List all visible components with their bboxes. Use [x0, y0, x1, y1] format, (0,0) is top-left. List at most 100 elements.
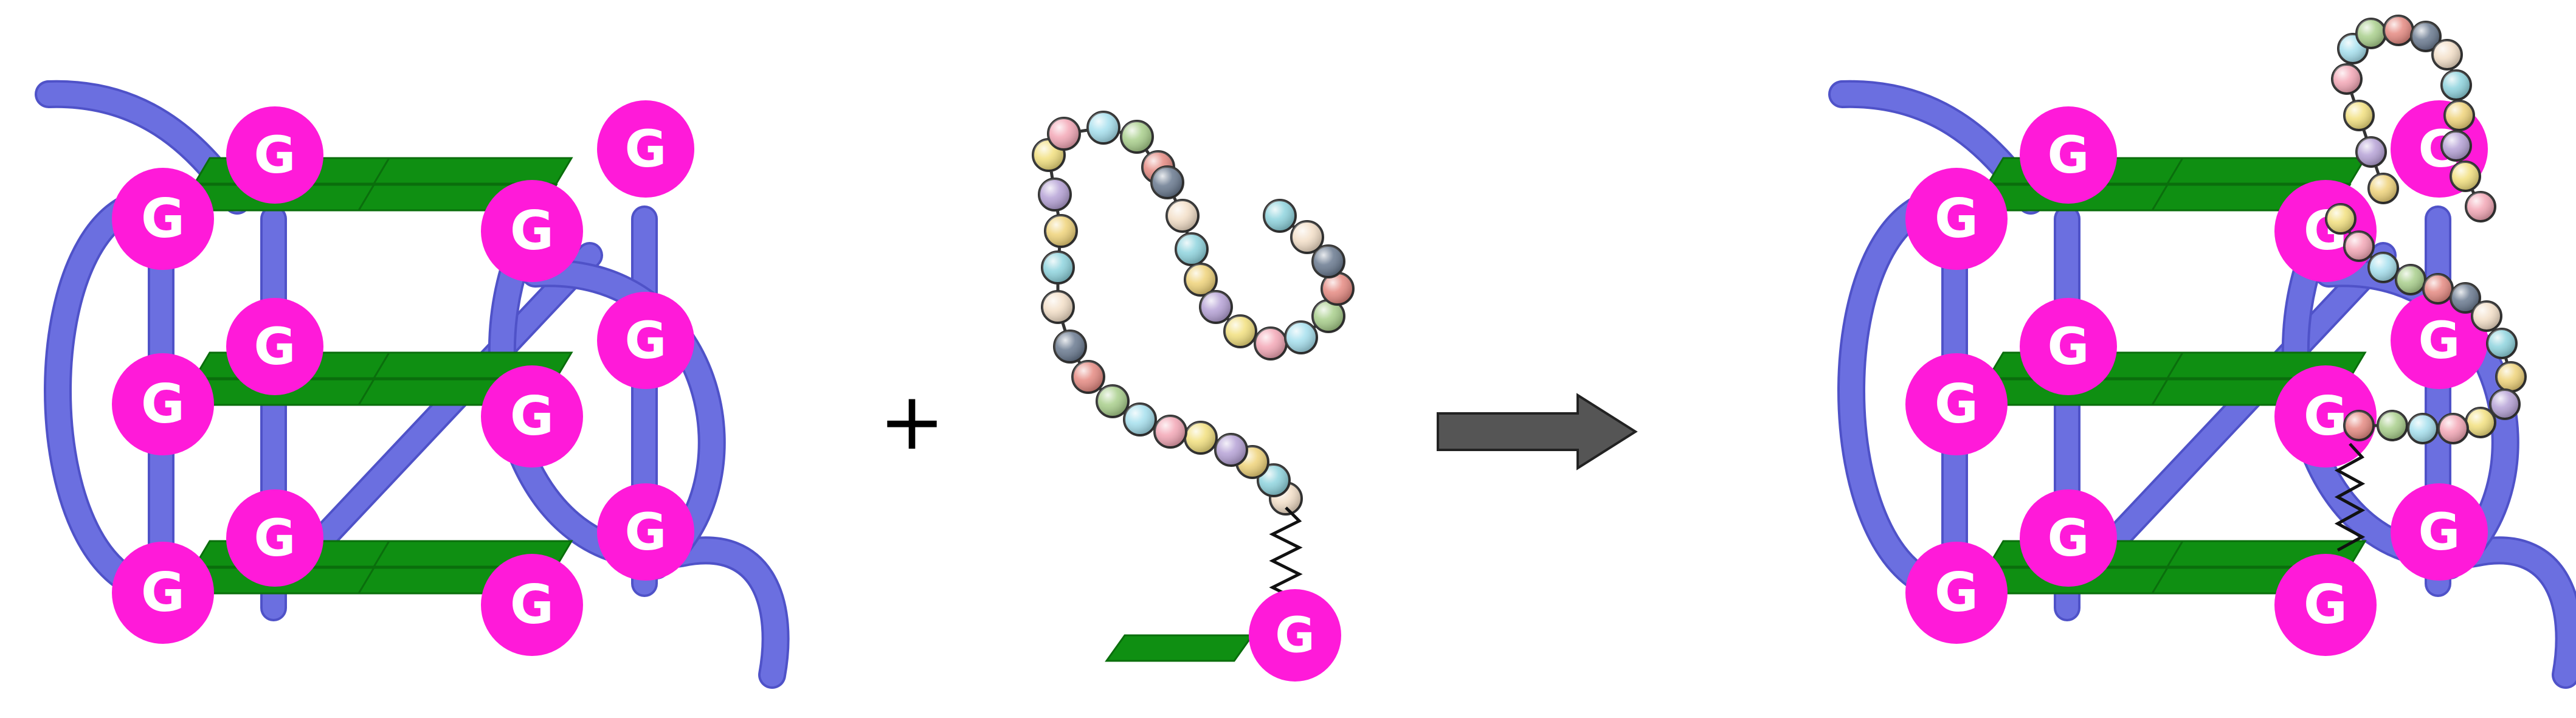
guanine-letter: G	[254, 125, 296, 185]
monomer-bead-shine	[1072, 361, 1104, 393]
guanine-base: G	[2020, 489, 2117, 587]
guanine-base: G	[481, 365, 583, 468]
monomer-bead-shine	[2487, 329, 2516, 358]
guanine-disc	[1905, 353, 2008, 455]
monomer-bead-shine	[2344, 411, 2374, 440]
backbone-strand-core	[46, 189, 170, 601]
guanine-disc	[481, 554, 583, 656]
guanine-letter: G	[2419, 502, 2460, 562]
monomer-bead-shine	[1176, 233, 1207, 265]
guanine-disc	[1249, 589, 1341, 682]
arrow-right-icon	[1437, 393, 1638, 471]
guanine-letter: G	[1935, 187, 1978, 250]
guanine-letter: G	[141, 373, 185, 435]
monomer-bead-shine	[2369, 253, 2398, 282]
monomer-bead-shine	[1313, 246, 1344, 277]
monomer-bead-shine	[1042, 291, 1074, 323]
monomer-bead-shine	[2344, 232, 2374, 261]
monomer-bead-shine	[1152, 167, 1183, 198]
guanine-letter: G	[625, 119, 667, 179]
monomer-bead-shine	[1088, 112, 1119, 143]
guanine-base: G	[226, 489, 323, 587]
monomer-bead-shine	[1121, 121, 1153, 153]
monomer-bead-shine	[1215, 434, 1247, 466]
guanine-disc	[2274, 554, 2377, 656]
guanine-base: G	[1905, 168, 2008, 270]
monomer-bead-shine	[2466, 192, 2495, 221]
monomer-bead-shine	[1155, 416, 1186, 447]
guanine-disc	[226, 106, 323, 204]
monomer-bead-shine	[1224, 316, 1256, 347]
monomer-bead-shine	[2369, 174, 2398, 203]
backbone-strand-core	[2074, 244, 2394, 582]
backbone-strand-core	[281, 244, 601, 582]
guanine-letter: G	[2048, 125, 2090, 185]
guanine-base: G	[2391, 292, 2488, 389]
guanine-base: G	[481, 180, 583, 282]
monomer-bead-shine	[1045, 215, 1077, 247]
zigzag-linker	[2334, 443, 2366, 552]
monomer-bead-shine	[1097, 385, 1128, 417]
monomer-bead-shine	[1054, 331, 1086, 362]
monomer-bead-shine	[2378, 411, 2407, 440]
monomer-bead-shine	[1264, 200, 1296, 232]
monomer-bead-shine	[2445, 101, 2474, 130]
guanine-base: G	[2274, 365, 2377, 468]
guanine-disc	[2274, 365, 2377, 468]
monomer-bead-shine	[2326, 204, 2355, 233]
guanine-base: G	[2274, 554, 2377, 656]
guanine-base: G	[2020, 106, 2117, 204]
monomer-bead-shine	[2496, 362, 2526, 392]
monomer-bead-shine	[1167, 200, 1198, 232]
guanine-letter: G	[510, 573, 554, 636]
guanine-letter: G	[1935, 561, 1978, 624]
monomer-bead-shine	[1039, 179, 1071, 210]
monomer-bead-shine	[2344, 101, 2374, 130]
guanine-disc	[2020, 489, 2117, 587]
monomer-bead-shine	[1185, 264, 1217, 295]
monomer-bead-shine	[1185, 422, 1217, 454]
monomer-bead-shine	[2466, 408, 2495, 437]
monomer-bead-shine	[2442, 131, 2471, 161]
monomer-bead-shine	[2408, 414, 2437, 443]
guanine-base: G	[112, 353, 214, 455]
monomer-bead-shine	[2442, 71, 2471, 100]
monomer-bead-shine	[1255, 328, 1286, 359]
guanine-base: G	[2020, 298, 2117, 395]
monomer-bead-shine	[1124, 404, 1156, 435]
guanine-disc	[226, 298, 323, 395]
guanine-letter: G	[2419, 311, 2460, 370]
guanine-base: G	[597, 100, 694, 198]
guanine-base: G	[112, 168, 214, 270]
guanine-disc	[2020, 106, 2117, 204]
tetrad-plate	[372, 157, 573, 185]
monomer-bead-shine	[2357, 137, 2386, 167]
guanine-letter: G	[141, 561, 185, 624]
tetrad-plate	[1105, 634, 1254, 662]
guanine-letter: G	[1935, 373, 1978, 435]
monomer-bead-shine	[2451, 283, 2480, 312]
monomer-bead-shine	[1322, 273, 1353, 305]
monomer-bead-shine	[1042, 252, 1074, 283]
guanine-base: G	[597, 483, 694, 581]
tetrad-plate	[2166, 157, 2367, 185]
guanine-letter: G	[2048, 317, 2090, 376]
monomer-bead-shine	[1291, 221, 1323, 253]
monomer-bead-shine	[2332, 64, 2361, 94]
guanine-disc	[112, 353, 214, 455]
guanine-base: G	[597, 292, 694, 389]
backbone-strand-core	[1840, 189, 1963, 601]
plus-icon: +	[879, 375, 945, 468]
guanine-letter: G	[1275, 607, 1315, 663]
guanine-disc	[1905, 168, 2008, 270]
guanine-letter: G	[625, 311, 667, 370]
guanine-letter: G	[2304, 573, 2347, 636]
guanine-letter: G	[625, 502, 667, 562]
guanine-letter: G	[254, 508, 296, 568]
guanine-ligand-with-chain: G	[1032, 111, 1355, 682]
guanine-base: G	[1905, 353, 2008, 455]
guanine-letter: G	[510, 385, 554, 447]
